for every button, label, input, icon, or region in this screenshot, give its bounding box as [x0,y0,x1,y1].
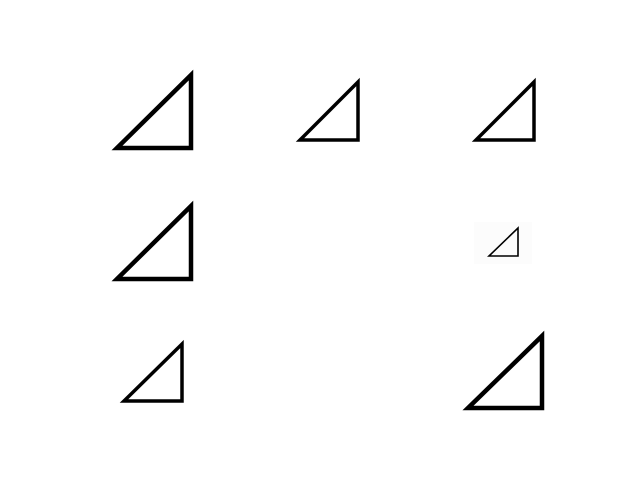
triangle-r1-c2 [295,77,360,142]
triangle-r2-c1 [111,200,194,282]
triangle-r3-c1 [119,339,184,403]
triangle-r2-c3 [487,226,519,257]
triangle-r1-c3 [471,77,536,142]
triangle-r1-c1 [111,69,194,151]
triangle-r3-c3 [462,330,545,411]
